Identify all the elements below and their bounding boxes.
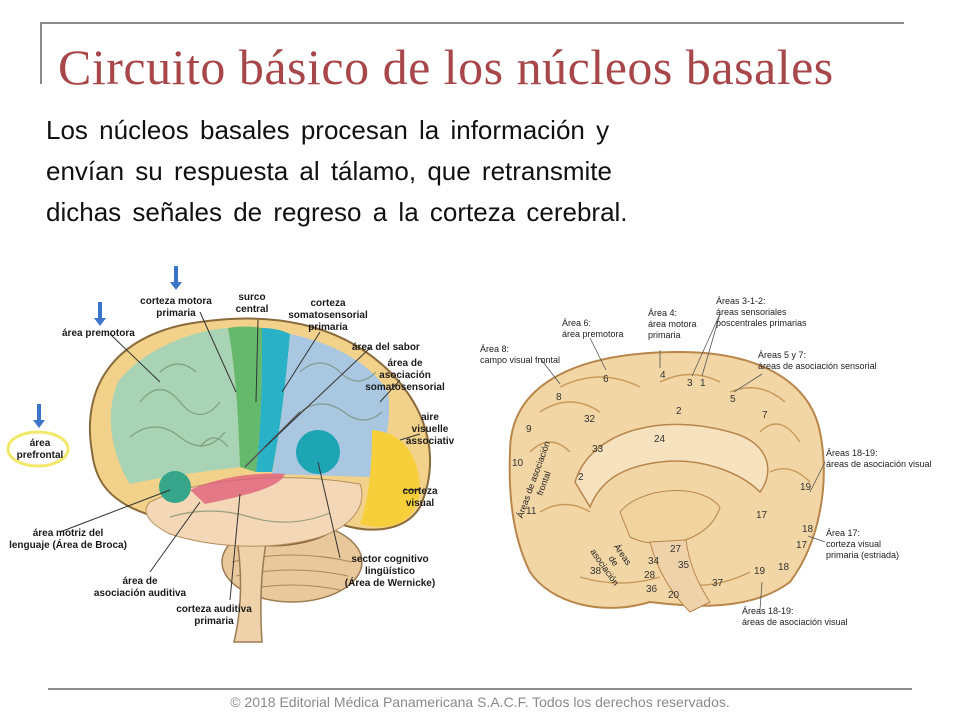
slide-top-rule xyxy=(40,22,904,24)
brainstem-region xyxy=(649,539,711,613)
label-area6: Área 6:área premotora xyxy=(562,318,624,339)
brodmann-number: 2 xyxy=(578,472,584,483)
motor-cortex xyxy=(228,326,262,472)
brodmann-number: 6 xyxy=(603,374,609,385)
label-area8: Área 8:campo visual frontal xyxy=(480,344,560,365)
gyri-pattern xyxy=(129,362,383,523)
gyri-pattern xyxy=(529,373,811,586)
label-areas57: Áreas 5 y 7:áreas de asociación sensoria… xyxy=(758,350,877,371)
brodmann-number: 7 xyxy=(762,410,768,421)
brodmann-number: 34 xyxy=(648,556,660,567)
medial-brain-figure: Área 8:campo visual frontal Área 6:área … xyxy=(480,296,932,627)
brodmann-number: 38 xyxy=(590,566,602,577)
brodmann-number: 19 xyxy=(800,482,812,493)
arrow-down-icon xyxy=(94,302,106,326)
broca-area xyxy=(159,471,191,503)
leader-lines xyxy=(59,311,421,601)
brodmann-number: 37 xyxy=(712,578,724,589)
brodmann-number: 4 xyxy=(660,370,666,381)
somatosensory-cortex xyxy=(256,328,290,472)
brodmann-number: 17 xyxy=(756,510,768,521)
brodmann-number: 28 xyxy=(644,570,656,581)
body-line: dichas señales de regreso a la corteza c… xyxy=(46,197,628,227)
medial-brain-outline xyxy=(508,350,825,609)
slide-body-text: Los núcleos basales procesan la informac… xyxy=(46,110,876,233)
brodmann-number: 11 xyxy=(526,506,537,517)
body-line: envían su respuesta al tálamo, que retra… xyxy=(46,156,612,186)
brodmann-number: 35 xyxy=(678,560,690,571)
copyright-footer: © 2018 Editorial Médica Panamericana S.A… xyxy=(230,694,730,710)
brodmann-number: 32 xyxy=(584,414,596,425)
brodmann-number: 2 xyxy=(676,406,682,417)
prefrontal-highlight xyxy=(6,430,70,468)
label-area-premotora: área premotora xyxy=(62,328,135,339)
label-area-sabor: área del sabor xyxy=(352,342,420,353)
arrow-down-icon xyxy=(170,266,182,290)
brodmann-number: 3 xyxy=(687,378,693,389)
wernicke-area xyxy=(296,430,340,474)
corpus-callosum xyxy=(574,423,769,509)
footer-rule xyxy=(48,688,912,690)
brodmann-number: 18 xyxy=(802,524,814,535)
brodmann-number: 20 xyxy=(668,590,680,601)
brodmann-number: 9 xyxy=(526,424,532,435)
brodmann-number: 10 xyxy=(512,458,524,469)
brodmann-number: 36 xyxy=(646,584,658,595)
brodmann-number: 19 xyxy=(754,566,766,577)
slide-left-rule xyxy=(40,22,42,84)
brodmann-number: 1 xyxy=(700,378,706,389)
brodmann-number: 27 xyxy=(670,544,682,555)
brainstem xyxy=(233,531,269,643)
label-areas1819-bottom: Áreas 18-19:áreas de asociación visual xyxy=(742,606,848,627)
brodmann-number: 18 xyxy=(778,562,790,573)
slide-title: Circuito básico de los núcleos basales xyxy=(58,39,834,95)
brodmann-number: 24 xyxy=(654,434,666,445)
auditory-cortex xyxy=(190,473,285,504)
body-line: Los núcleos basales procesan la informac… xyxy=(46,115,610,145)
brodmann-number: 33 xyxy=(592,444,604,455)
arrow-down-icon xyxy=(33,404,45,428)
visual-cortex xyxy=(360,430,420,527)
brodmann-number: 17 xyxy=(796,540,808,551)
brodmann-number: 8 xyxy=(556,392,562,403)
leader-lines xyxy=(539,313,826,611)
label-areas1819-top: Áreas 18-19:áreas de asociación visual xyxy=(826,448,932,469)
brodmann-number: 5 xyxy=(730,394,736,405)
